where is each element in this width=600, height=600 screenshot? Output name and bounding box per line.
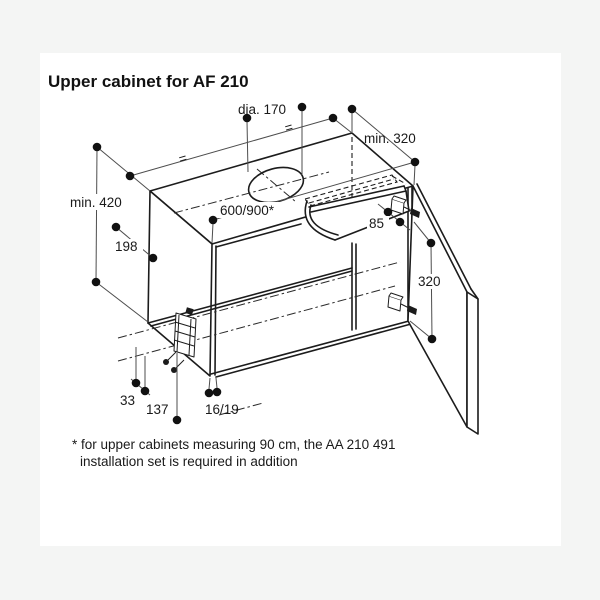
label-panel-thickness: 16/19 [205, 402, 239, 417]
footnote: * for upper cabinets measuring 90 cm, th… [72, 437, 395, 469]
label-min-depth: min. 320 [364, 131, 416, 146]
door-hinge-lower [387, 292, 417, 315]
scoop-curve-outer [304, 200, 336, 241]
hinge-axis-lower [117, 285, 396, 362]
door-edge-thickness [466, 291, 479, 435]
cabinet-left-panel [147, 190, 213, 377]
door-top-edge [416, 183, 472, 290]
back-bottom-edge [147, 267, 353, 324]
label-hole-diameter: dia. 170 [238, 102, 286, 117]
screw-head-icon [410, 208, 420, 218]
page-title: Upper cabinet for AF 210 [48, 72, 249, 91]
screw-shaft [167, 351, 177, 361]
label-hinge-offset: 85 [369, 216, 384, 231]
scoop-curve-inner [309, 204, 339, 236]
front-bottom-edge [210, 320, 410, 375]
scoop-top-edge [308, 185, 405, 208]
hinge-bracket [390, 198, 405, 215]
hinge-bracket-top [391, 195, 407, 204]
label-hinge-bottom-offset: 137 [146, 402, 169, 417]
scoop-fill [305, 186, 409, 240]
dimension-labels: dia. 170 = = min. 320 min. 420 600/900* … [67, 102, 447, 417]
screw-head-icon [407, 305, 417, 315]
hinge-axis-upper [117, 261, 401, 339]
label-hinge-spacing: 320 [418, 274, 441, 289]
scoop-right-cap [403, 185, 410, 212]
cabinet-door-open [407, 183, 479, 435]
front-frame-inner-edge [214, 245, 217, 376]
top-cutout-side [391, 175, 407, 185]
footnote-line1: * for upper cabinets measuring 90 cm, th… [72, 437, 395, 452]
scoop-mid-edge [310, 190, 407, 213]
hinge-strip-line [176, 314, 180, 353]
hinge-axis-bottom [218, 402, 264, 416]
top-cutout-outline [304, 174, 398, 207]
front-bottom-edge-inner [215, 323, 412, 378]
hinge-axes [117, 261, 401, 416]
hidden-lines [304, 137, 407, 207]
label-front-height: 198 [115, 239, 138, 254]
screw-head-icon [163, 359, 169, 365]
footnote-line2: installation set is required in addition [80, 454, 298, 469]
hinge-strip-pin [185, 307, 194, 315]
label-bottom-offset: 33 [120, 393, 135, 408]
door-hinge-upper [390, 195, 420, 218]
equal-sign-left: = [177, 150, 189, 167]
equal-sign-right: = [283, 119, 295, 136]
top-cutout-inner [308, 178, 395, 204]
dimension-dots [91, 102, 437, 425]
screw-head-icon [171, 367, 177, 373]
label-cabinet-width: 600/900* [220, 203, 275, 218]
hole-centerline-short [256, 168, 297, 203]
hinge-bracket-top [388, 292, 404, 301]
left-hinge-strip [163, 307, 197, 373]
door-top-corner [470, 288, 479, 300]
label-min-height: min. 420 [70, 195, 122, 210]
hinge-strip-line [188, 318, 192, 356]
ceiling-inner-edge [215, 223, 302, 248]
